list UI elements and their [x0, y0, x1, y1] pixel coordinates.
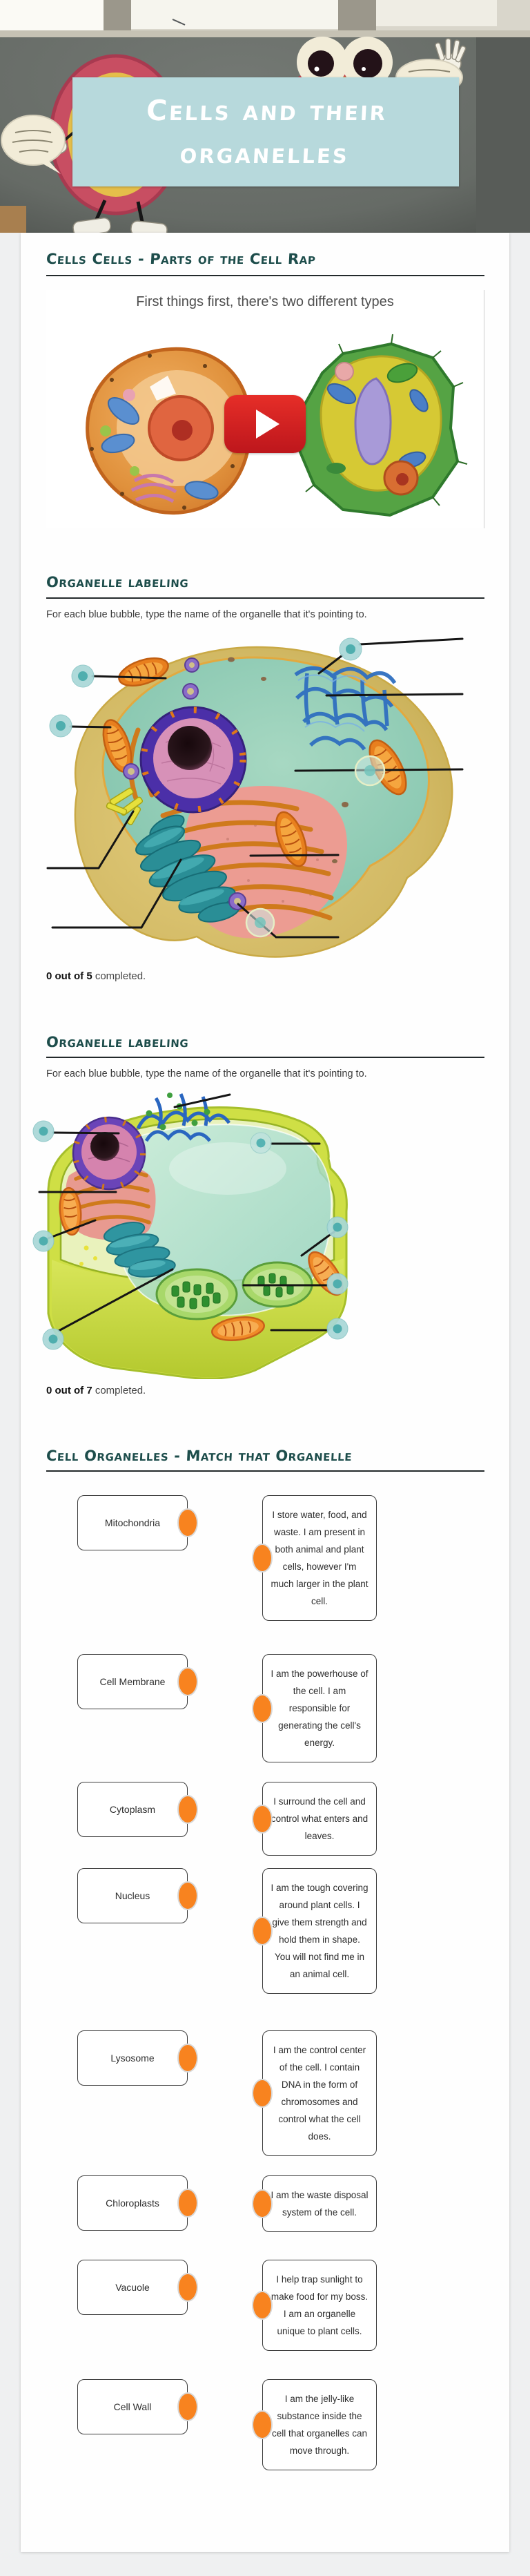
- section-heading-matching: Cell Organelles - Match that Organelle: [46, 1448, 353, 1464]
- play-icon: [256, 410, 279, 439]
- connector-dot[interactable]: [177, 2273, 198, 2302]
- match-term-nucleus[interactable]: Nucleus: [77, 1868, 198, 1923]
- match-description-card[interactable]: I am the powerhouse of the cell. I am re…: [252, 1654, 377, 1762]
- worksheet-sheet: Cells Cells - Parts of the Cell Rap: [21, 233, 509, 2552]
- section-heading-labeling-animal: Organelle labeling: [46, 574, 190, 590]
- label-bubble[interactable]: [326, 1216, 349, 1238]
- label-bubble[interactable]: [71, 664, 95, 688]
- label-bubble[interactable]: [339, 637, 362, 661]
- section-divider: [46, 597, 484, 599]
- match-term-cell-membrane[interactable]: Cell Membrane: [77, 1654, 198, 1709]
- video-thumbnail-art: [86, 334, 468, 517]
- header-photo: Cells and their organelles: [0, 0, 530, 233]
- worksheet-title: Cells and their organelles: [145, 93, 389, 170]
- animal-cell-diagram: [21, 632, 509, 974]
- video-caption: First things first, there's two differen…: [136, 294, 394, 309]
- connector-dot[interactable]: [252, 1693, 273, 1723]
- connector-dot[interactable]: [177, 2189, 198, 2218]
- section-heading-video: Cells Cells - Parts of the Cell Rap: [46, 251, 317, 267]
- label-bubble[interactable]: [250, 1132, 272, 1154]
- connector-dot[interactable]: [252, 2079, 273, 2108]
- labeling-plant-progress: 0 out of 7 completed.: [46, 1385, 146, 1396]
- match-description-card[interactable]: I surround the cell and control what ent…: [252, 1782, 377, 1856]
- plant-cell-diagram: [21, 1086, 509, 1383]
- labeling-animal-instruction: For each blue bubble, type the name of t…: [46, 609, 367, 620]
- video-player[interactable]: First things first, there's two differen…: [46, 290, 484, 528]
- match-term-mitochondria[interactable]: Mitochondria: [77, 1495, 198, 1550]
- section-divider: [46, 275, 484, 276]
- label-bubble[interactable]: [49, 714, 72, 738]
- labeling-animal-progress: 0 out of 5 completed.: [46, 970, 146, 982]
- connector-dot[interactable]: [252, 2189, 273, 2218]
- match-term-cell-wall[interactable]: Cell Wall: [77, 2379, 198, 2434]
- match-description-card[interactable]: I am the tough covering around plant cel…: [252, 1868, 377, 1994]
- play-button[interactable]: [224, 395, 306, 453]
- connector-dot[interactable]: [177, 1667, 198, 1696]
- worksheet-title-banner: Cells and their organelles: [72, 77, 459, 186]
- match-term-lysosome[interactable]: Lysosome: [77, 2030, 198, 2086]
- connector-dot[interactable]: [177, 1795, 198, 1824]
- label-bubble[interactable]: [245, 907, 275, 938]
- label-bubble[interactable]: [326, 1273, 349, 1295]
- match-term-chloroplasts[interactable]: Chloroplasts: [77, 2175, 198, 2231]
- match-description-card[interactable]: I am the control center of the cell. I c…: [252, 2030, 377, 2156]
- match-description-card[interactable]: I store water, food, and waste. I am pre…: [252, 1495, 377, 1621]
- connector-dot[interactable]: [252, 1804, 273, 1834]
- connector-dot[interactable]: [252, 2410, 273, 2439]
- label-bubble[interactable]: [32, 1120, 55, 1142]
- label-bubble[interactable]: [42, 1328, 64, 1350]
- match-term-vacuole[interactable]: Vacuole: [77, 2260, 198, 2315]
- section-divider: [46, 1057, 484, 1058]
- label-bubble[interactable]: [32, 1230, 55, 1252]
- section-heading-labeling-plant: Organelle labeling: [46, 1034, 190, 1050]
- match-description-card[interactable]: I am the jelly-like substance inside the…: [252, 2379, 377, 2470]
- labeling-plant-instruction: For each blue bubble, type the name of t…: [46, 1068, 367, 1079]
- speech-bubble-left: [1, 115, 66, 174]
- connector-dot[interactable]: [252, 1916, 273, 1945]
- connector-dot[interactable]: [177, 2044, 198, 2073]
- section-divider: [46, 1470, 484, 1472]
- connector-dot[interactable]: [177, 1881, 198, 1910]
- connector-dot[interactable]: [177, 1508, 198, 1537]
- match-term-cytoplasm[interactable]: Cytoplasm: [77, 1782, 198, 1837]
- label-bubble[interactable]: [354, 755, 386, 787]
- connector-dot[interactable]: [252, 1544, 273, 1573]
- match-description-card[interactable]: I help trap sunlight to make food for my…: [252, 2260, 377, 2351]
- match-description-card[interactable]: I am the waste disposal system of the ce…: [252, 2175, 377, 2232]
- connector-dot[interactable]: [252, 2291, 273, 2320]
- connector-dot[interactable]: [177, 2392, 198, 2421]
- label-bubble[interactable]: [326, 1318, 349, 1340]
